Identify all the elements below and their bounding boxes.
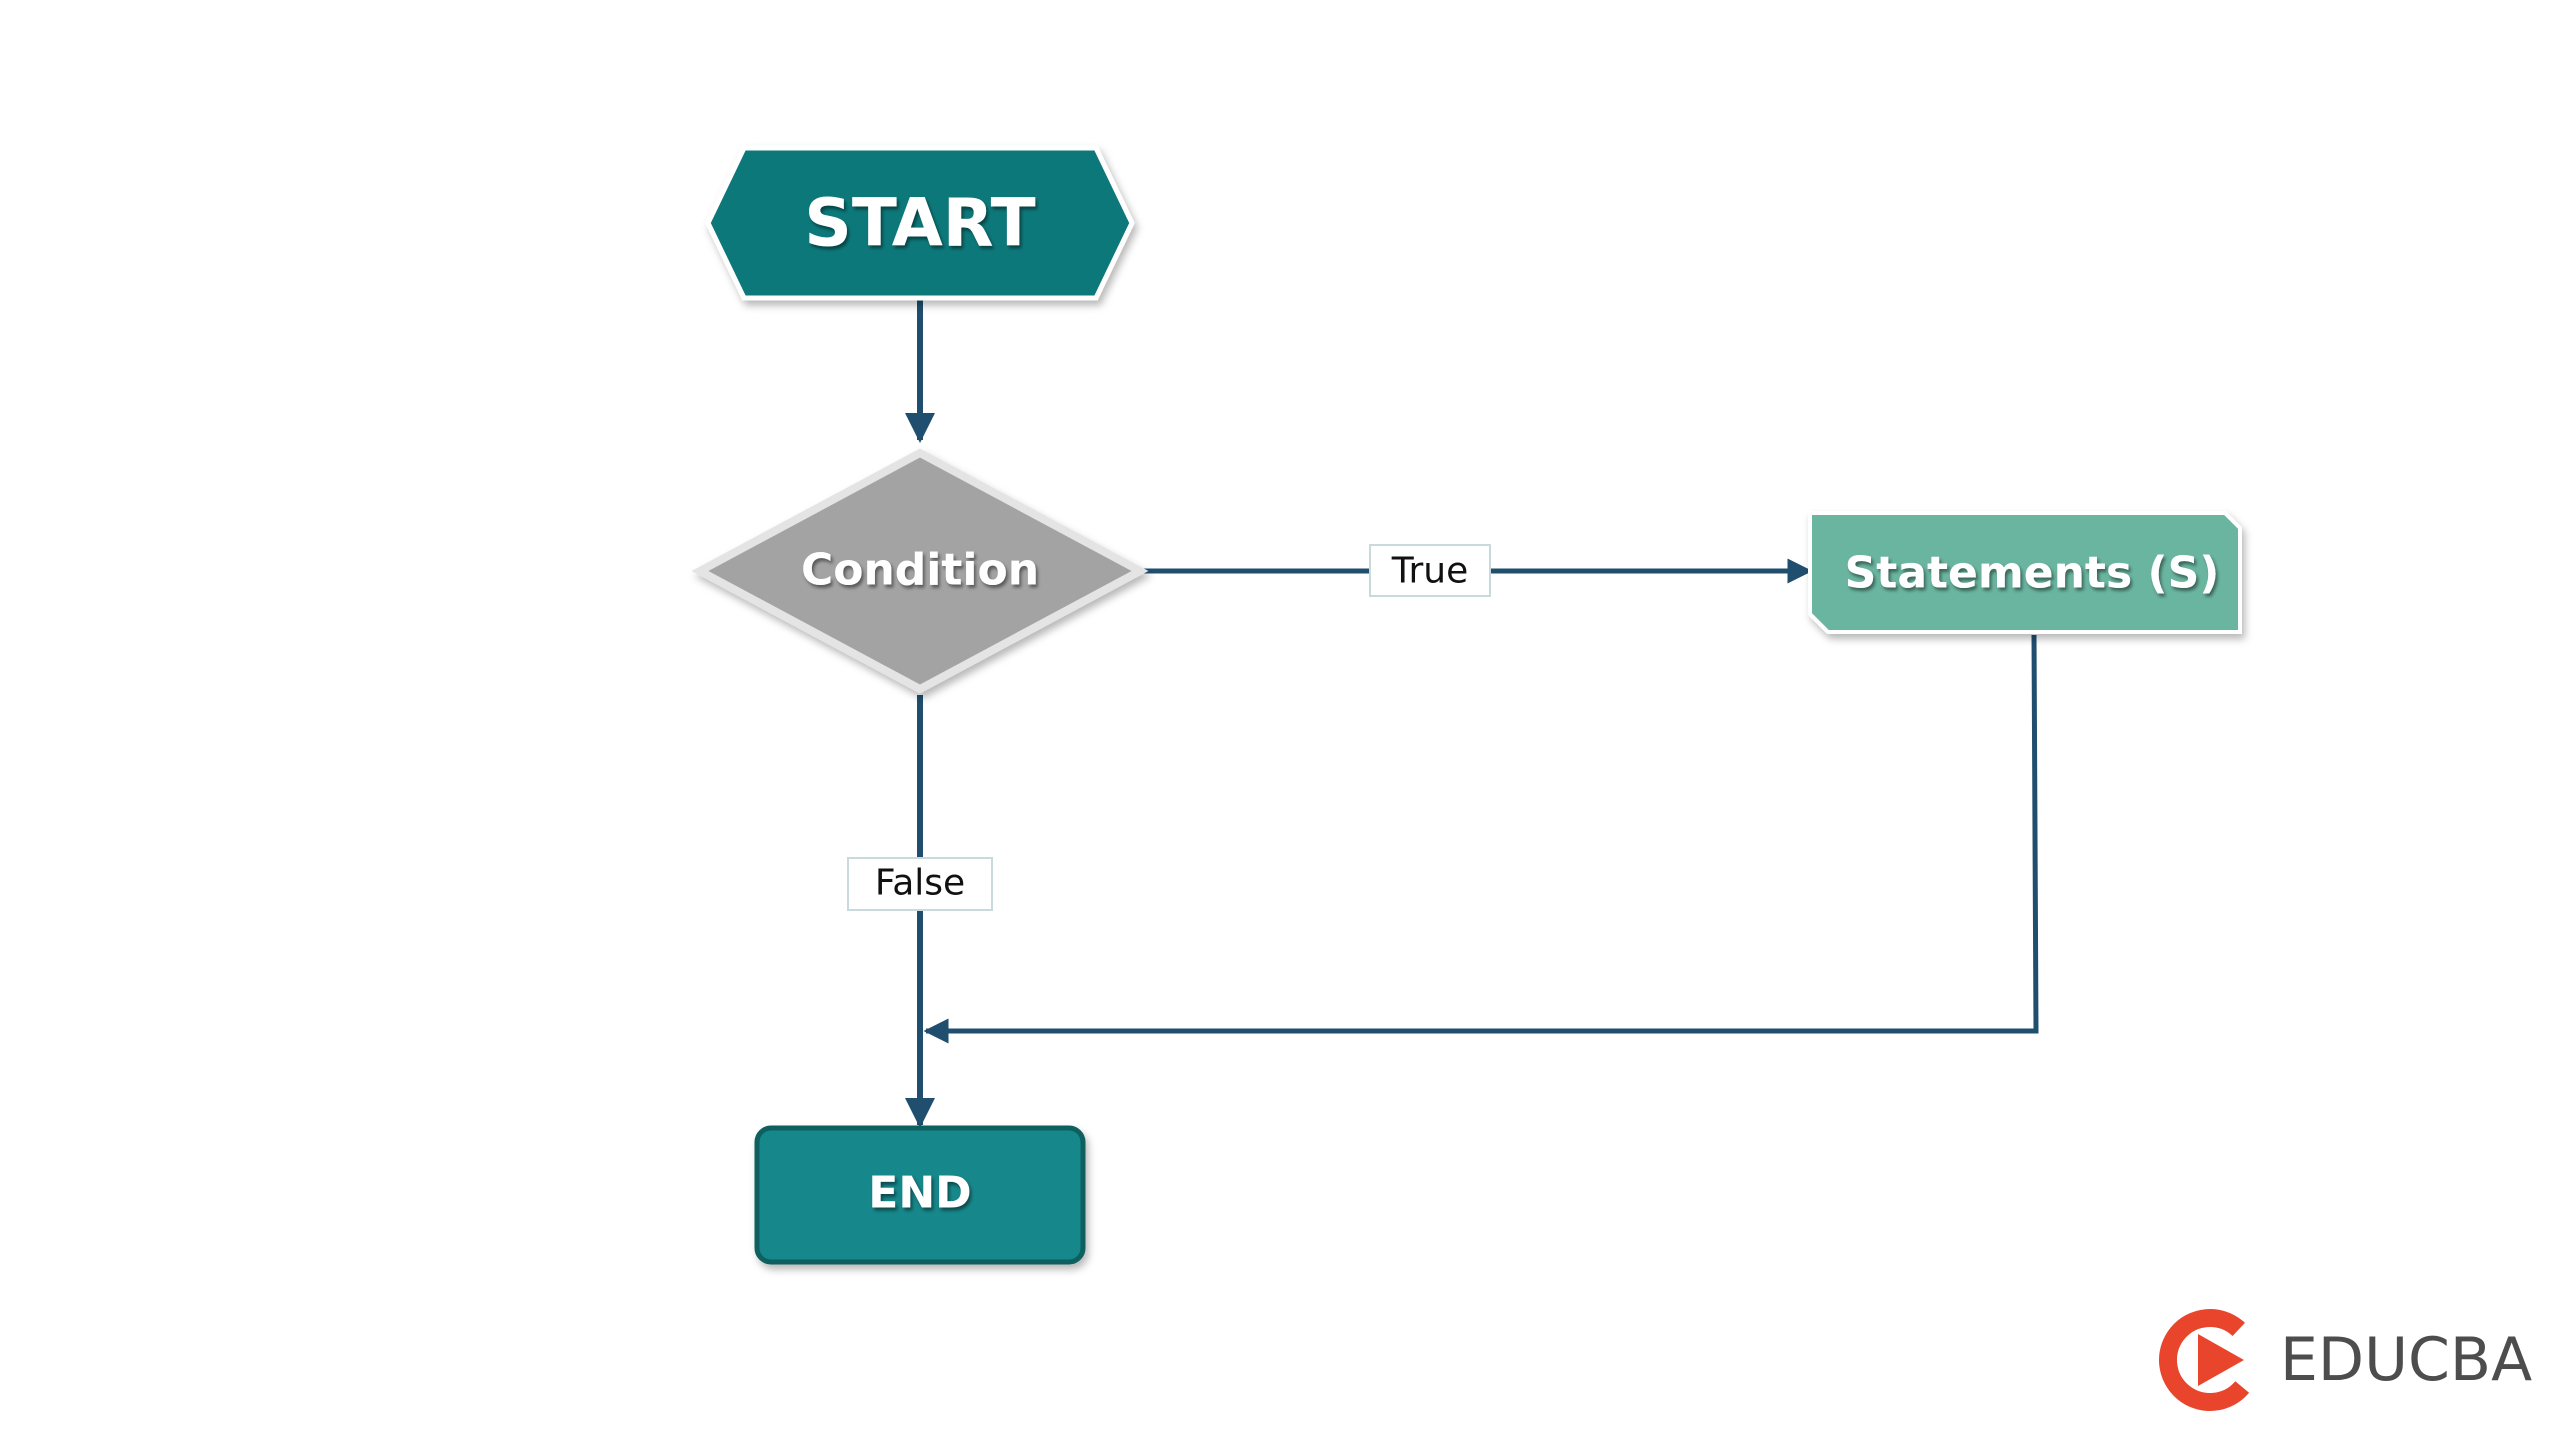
connector-statements-to-merge	[923, 634, 2039, 1044]
statements-node-label: Statements (S)	[1845, 548, 2220, 599]
edge-label-true-text: True	[1391, 551, 1468, 592]
educba-play-icon	[2159, 1309, 2261, 1411]
edge-label-false: False	[847, 857, 993, 911]
educba-logo: EDUCBA	[2159, 1309, 2532, 1411]
educba-logo-text: EDUCBA	[2280, 1325, 2532, 1395]
start-node: START	[705, 145, 1135, 301]
end-node-label: END	[868, 1168, 971, 1219]
edge-label-true: True	[1369, 544, 1491, 597]
edge-label-false-text: False	[875, 863, 965, 904]
start-node-label: START	[804, 185, 1035, 262]
condition-node-label: Condition	[801, 545, 1039, 596]
condition-node: Condition	[691, 448, 1149, 694]
statements-node: Statements (S)	[1808, 511, 2242, 634]
connectors	[905, 298, 2039, 1128]
end-node: END	[754, 1125, 1086, 1265]
